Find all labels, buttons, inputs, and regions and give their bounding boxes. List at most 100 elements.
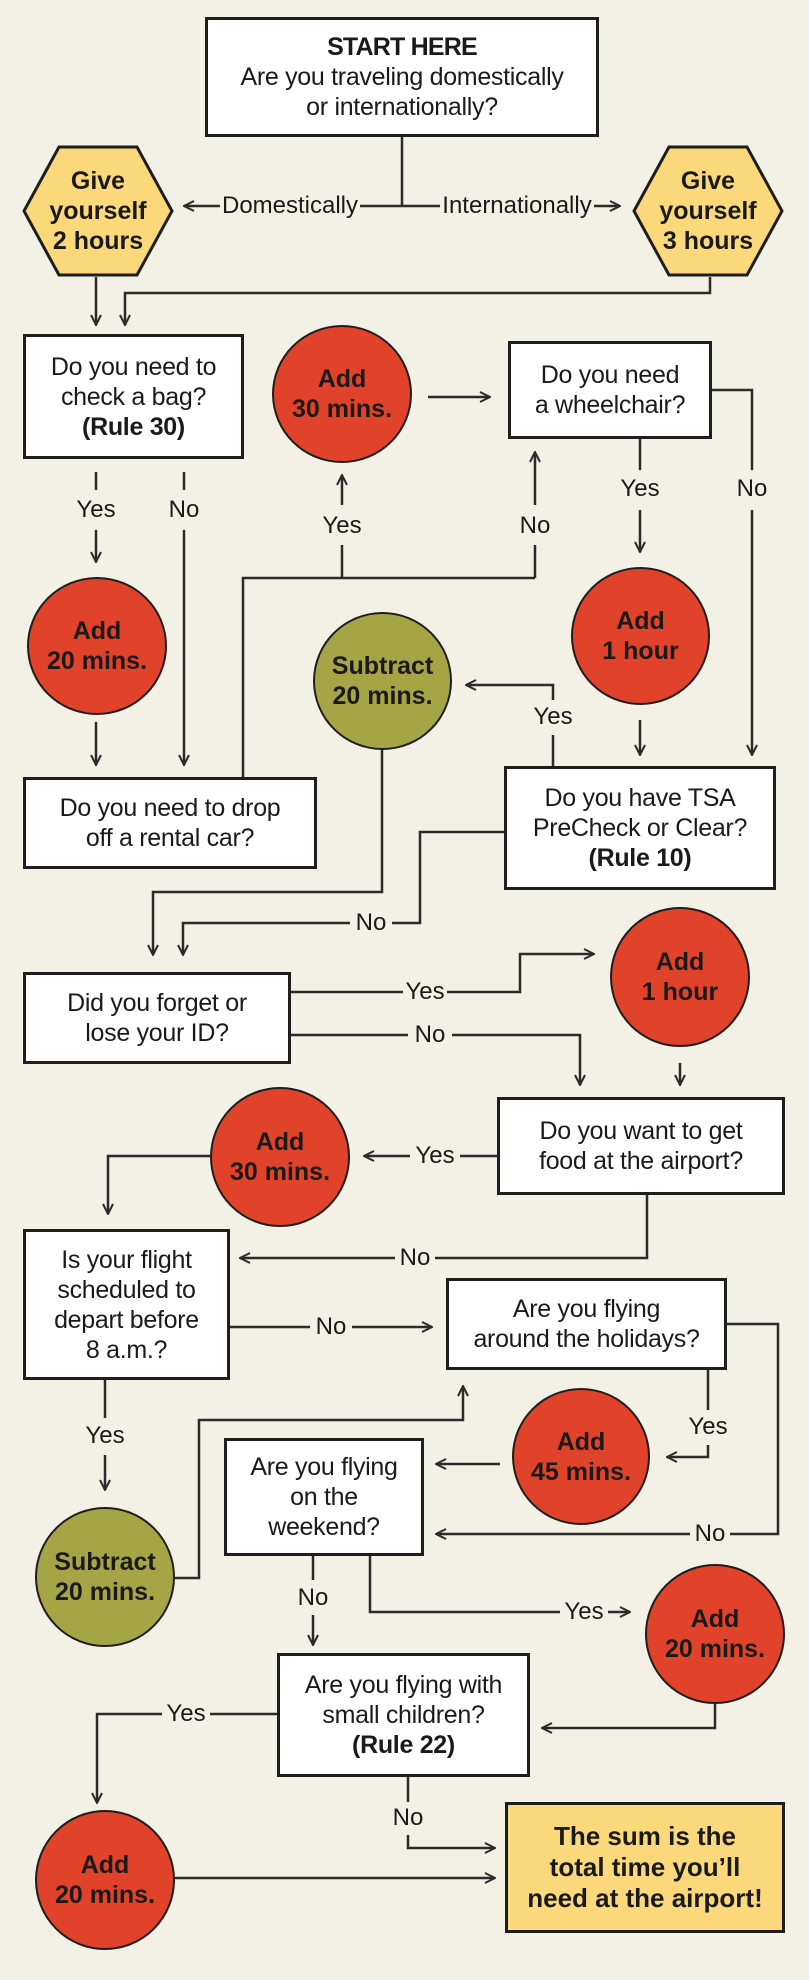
circle-text: Add [616,607,665,635]
start-question-line1: Are you traveling domestically [240,63,564,91]
label-bag-yes: Yes [74,496,118,523]
edge-subtract-to-holidays [175,1386,463,1580]
hex-text: 2 hours [52,227,144,255]
question-text: Do you need [540,361,680,389]
final-result-box: The sum is the total time you’ll need at… [505,1802,785,1933]
question-text: on the [290,1483,358,1511]
circle-text: Add [317,365,367,393]
lost-id-box: Did you forget or lose your ID? [23,972,291,1064]
label-domestically: Domestically [219,192,361,219]
edge-id-yes [291,954,594,994]
add-1-hour-wheelchair-circle: Add 1 hour [571,567,710,705]
add-20-bag-circle: Add 20 mins. [27,577,167,715]
edge-3h-to-bag [125,277,712,325]
circle-text: 30 mins. [291,395,393,423]
hexagon-shape [632,145,784,277]
circle-text: 1 hour [602,637,679,665]
subtract-20-tsa-circle: Subtract 20 mins. [313,612,452,750]
check-bag-box: Do you need to check a bag? (Rule 30) [23,334,244,459]
edge-tsa-yes [466,685,555,766]
hex-text: 3 hours [662,227,754,255]
label-food-yes: Yes [413,1142,457,1169]
edge-tsa-no [183,830,504,955]
rental-car-box: Do you need to drop off a rental car? [23,777,317,869]
hex-text: Give [680,167,736,195]
add-30-food-circle: Add 30 mins. [210,1087,350,1227]
question-text: Do you need to drop [59,794,281,822]
label-early-yes: Yes [83,1422,127,1449]
food-box: Do you want to get food at the airport? [497,1097,785,1195]
subtract-20-early-circle: Subtract 20 mins. [35,1507,175,1647]
edge-food-no [240,1195,649,1258]
circle-text: 1 hour [641,978,719,1006]
question-text: food at the airport? [539,1147,743,1175]
edge-children-no [406,1777,495,1848]
circle-text: Add [255,1128,305,1156]
label-children-no: No [390,1804,426,1831]
circle-text: Add [556,1427,606,1456]
circle-text: 20 mins. [54,1578,156,1606]
early-flight-box: Is your flight scheduled to depart befor… [23,1229,230,1380]
hex-text: Give [70,167,126,195]
label-weekend-no: No [295,1584,331,1611]
add-45-holidays-circle: Add 45 mins. [512,1388,650,1525]
edge-rental-trunk [241,576,535,777]
question-text: depart before [54,1305,199,1334]
question-text: Are you flying [512,1295,661,1323]
question-text: Are you flying [250,1453,398,1481]
label-rental-no: No [517,512,553,539]
edge-add30-to-flight [108,1154,210,1214]
label-internationally: Internationally [440,192,594,219]
hex-text: yourself [49,197,147,225]
hex-text: yourself [659,197,757,225]
circle-text: 20 mins. [332,682,433,710]
edge-weekend-yes [368,1556,630,1612]
start-box: START HERE Are you traveling domesticall… [205,17,599,137]
children-box: Are you flying with small children? (Rul… [277,1653,530,1777]
final-text: total time you’ll [549,1852,741,1882]
question-text: PreCheck or Clear? [532,814,748,842]
circle-text: Add [72,617,122,645]
question-text: 8 a.m.? [85,1335,168,1364]
edge-holidays-no [436,1322,780,1534]
question-text: a wheelchair? [534,391,686,419]
label-weekend-yes: Yes [562,1598,606,1625]
edge-children-yes [97,1712,278,1803]
label-holidays-yes: Yes [686,1413,730,1440]
add-20-weekend-circle: Add 20 mins. [645,1564,785,1704]
question-text: Do you have TSA [544,784,736,812]
edge-add20-to-children [542,1703,717,1728]
add-30-bag-circle: Add 30 mins. [272,325,412,463]
circle-text: 20 mins. [46,647,148,675]
circle-text: Subtract [331,652,434,680]
domestic-hexagon: Give yourself 2 hours [22,145,174,277]
start-title: START HERE [327,33,478,61]
label-early-no: No [313,1313,349,1340]
label-wheelchair-yes: Yes [618,475,662,502]
rule-reference: (Rule 22) [352,1731,455,1759]
label-bag-no: No [166,496,202,523]
circle-text: 45 mins. [530,1457,632,1486]
circle-text: 20 mins. [54,1881,156,1909]
circle-text: Add [655,948,705,976]
label-rental-yes: Yes [320,512,364,539]
rule-reference: (Rule 30) [82,412,185,441]
hexagon-shape [22,145,174,277]
add-20-children-circle: Add 20 mins. [35,1810,175,1950]
question-text: around the holidays? [473,1325,700,1353]
tsa-box: Do you have TSA PreCheck or Clear? (Rule… [504,766,776,890]
weekend-box: Are you flying on the weekend? [224,1438,424,1556]
question-text: weekend? [268,1513,380,1541]
label-wheelchair-no: No [734,475,770,502]
question-text: Do you want to get [539,1117,743,1145]
label-id-yes: Yes [403,978,447,1005]
rule-reference: (Rule 10) [588,844,692,872]
international-hexagon: Give yourself 3 hours [632,145,784,277]
label-children-yes: Yes [164,1700,208,1727]
holidays-box: Are you flying around the holidays? [446,1278,727,1370]
circle-text: Subtract [54,1548,156,1576]
question-text: scheduled to [57,1275,196,1304]
question-text: lose your ID? [85,1019,229,1047]
edge-wheelchair-no [712,388,752,755]
edge-holidays-yes [667,1370,710,1457]
